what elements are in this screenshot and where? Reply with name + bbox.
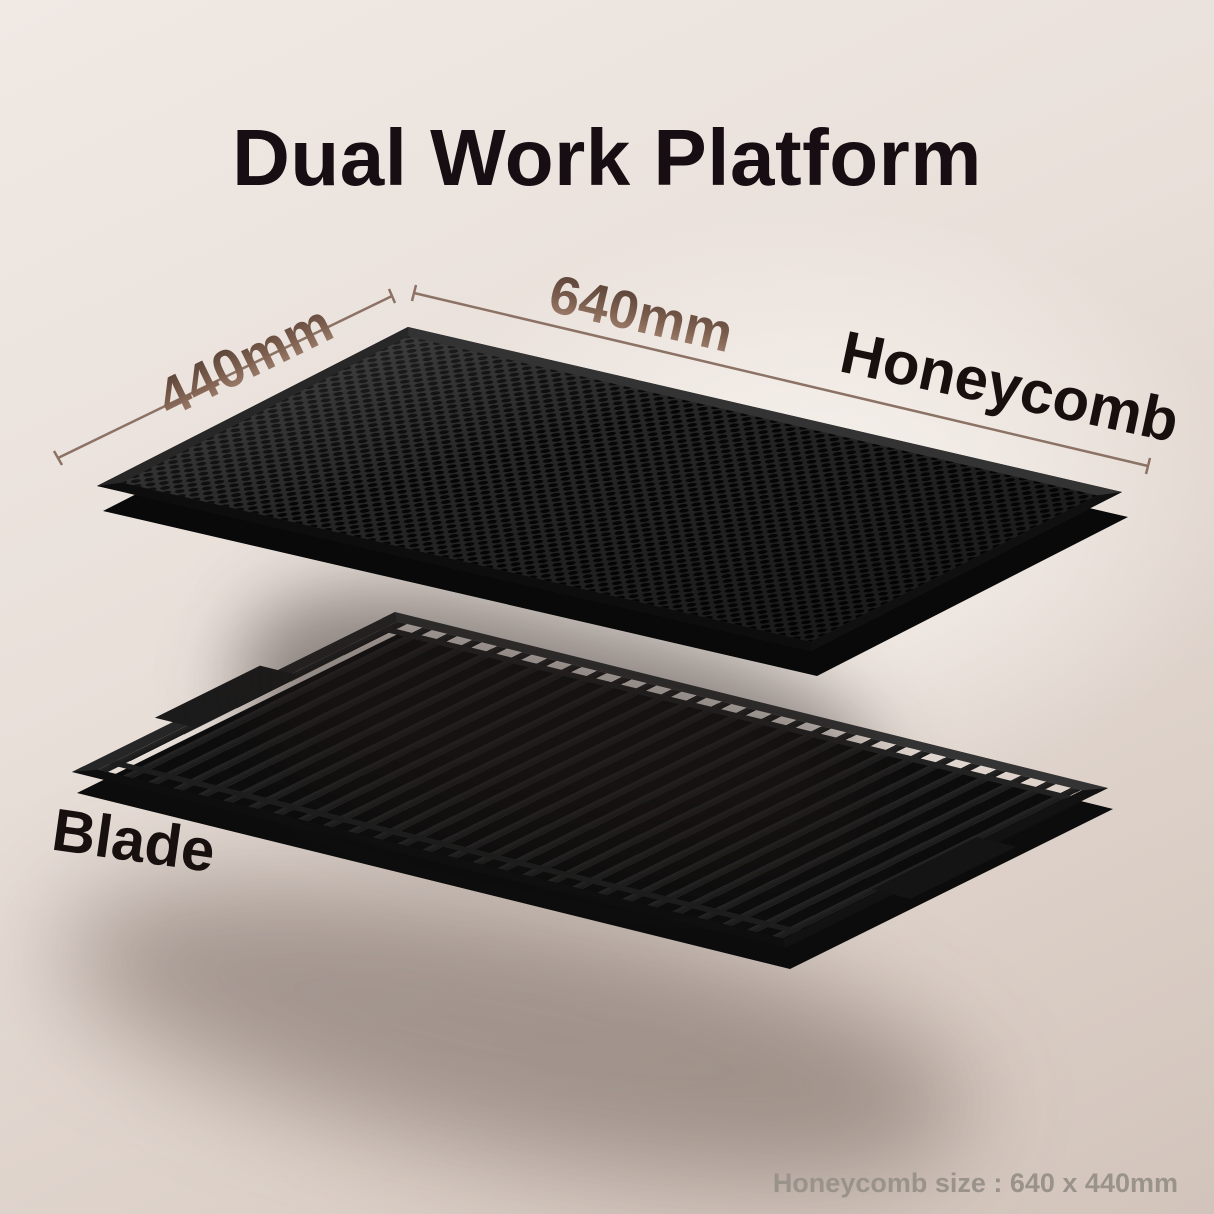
size-caption: Honeycomb size : 640 x 440mm: [772, 1168, 1178, 1198]
dimension-label-640: 640mm: [543, 263, 739, 365]
honeycomb-label: Honeycomb: [834, 318, 1185, 455]
page-title: Dual Work Platform: [232, 112, 982, 202]
